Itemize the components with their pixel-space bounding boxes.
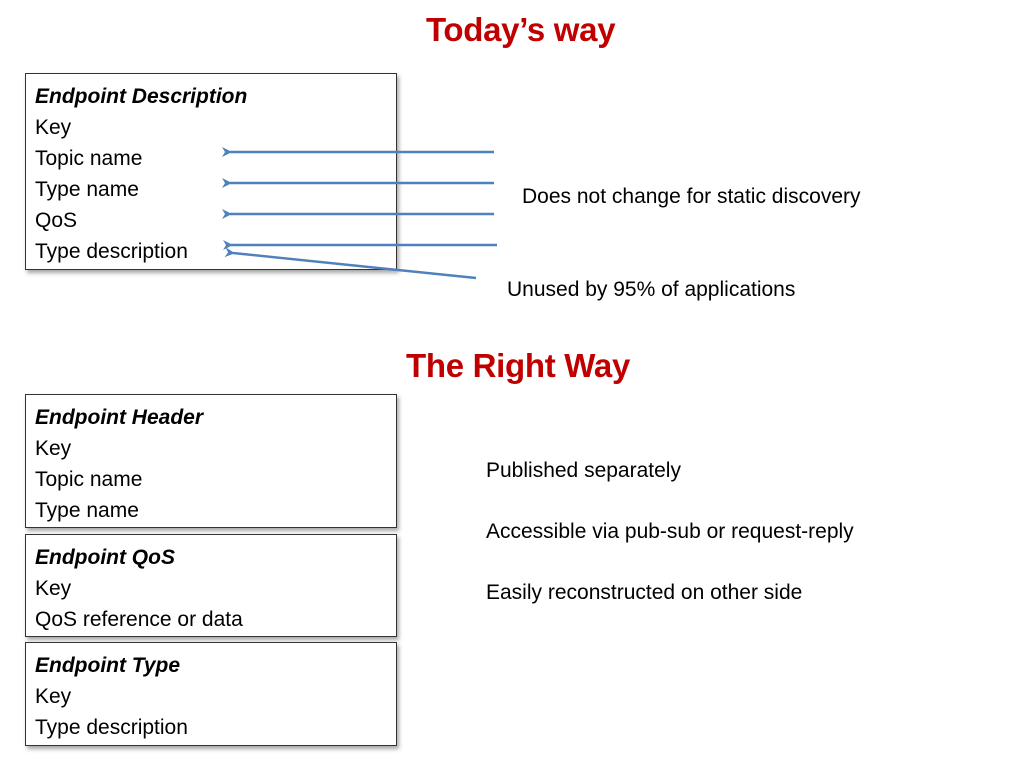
field-type-name: Type name bbox=[35, 178, 139, 201]
static-discovery-note: Does not change for static discovery bbox=[522, 185, 861, 208]
endpoint-qos-box: Endpoint QoS Key QoS reference or data bbox=[25, 534, 397, 637]
endpoint-description-box: Endpoint Description Key Topic name Type… bbox=[25, 73, 397, 270]
right-way-heading: The Right Way bbox=[406, 347, 631, 384]
endpoint-description-title: Endpoint Description bbox=[35, 85, 248, 108]
field-key: Key bbox=[35, 685, 72, 708]
field-key: Key bbox=[35, 577, 72, 600]
field-topic-name: Topic name bbox=[35, 468, 143, 491]
field-type-description: Type description bbox=[35, 240, 188, 263]
field-key: Key bbox=[35, 116, 72, 139]
field-topic-name: Topic name bbox=[35, 147, 143, 170]
endpoint-header-box: Endpoint Header Key Topic name Type name bbox=[25, 394, 397, 528]
field-key: Key bbox=[35, 437, 72, 460]
field-qos-reference: QoS reference or data bbox=[35, 608, 243, 631]
published-separately-note: Published separately bbox=[486, 459, 681, 482]
accessible-note: Accessible via pub-sub or request-reply bbox=[486, 520, 854, 543]
field-qos: QoS bbox=[35, 209, 78, 232]
endpoint-type-box: Endpoint Type Key Type description bbox=[25, 642, 397, 746]
endpoint-qos-title: Endpoint QoS bbox=[35, 546, 175, 569]
todays-way-heading: Today’s way bbox=[426, 11, 616, 48]
unused-note: Unused by 95% of applications bbox=[507, 278, 796, 301]
field-type-description: Type description bbox=[35, 716, 188, 739]
field-type-name: Type name bbox=[35, 499, 139, 522]
reconstructed-note: Easily reconstructed on other side bbox=[486, 581, 803, 604]
endpoint-type-title: Endpoint Type bbox=[35, 654, 181, 677]
endpoint-header-title: Endpoint Header bbox=[35, 406, 204, 429]
